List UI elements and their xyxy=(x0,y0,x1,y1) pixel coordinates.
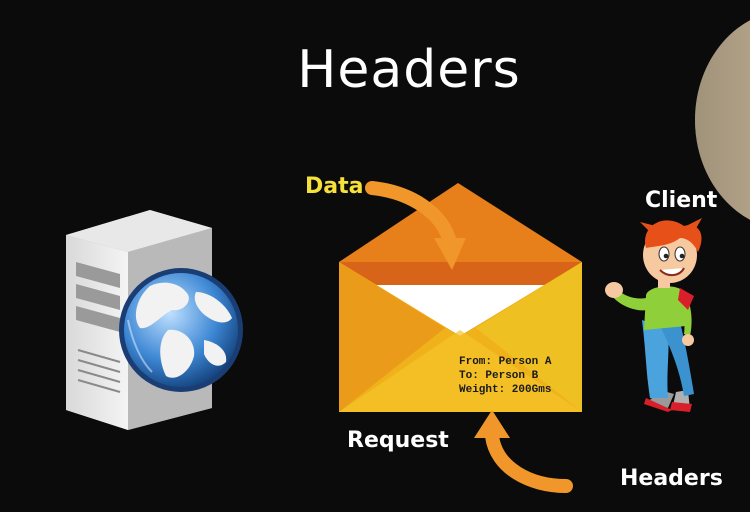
headers-arrow xyxy=(474,410,573,493)
background-wall xyxy=(695,20,750,220)
boy-character-icon xyxy=(605,218,702,412)
header-line-weight: Weight: 200Gms xyxy=(459,384,552,396)
client-label: Client xyxy=(645,188,718,213)
envelope-header-text: From: Person A To: Person B Weight: 200G… xyxy=(459,355,551,397)
header-line-to: To: Person B xyxy=(459,370,539,382)
data-arrow xyxy=(365,181,466,270)
header-line-from: From: Person A xyxy=(459,356,552,368)
envelope-icon xyxy=(339,183,582,412)
globe-icon xyxy=(119,268,243,392)
data-label: Data xyxy=(305,174,364,199)
page-title: Headers xyxy=(297,40,521,100)
headers-label: Headers xyxy=(620,466,723,491)
request-label: Request xyxy=(347,428,449,453)
